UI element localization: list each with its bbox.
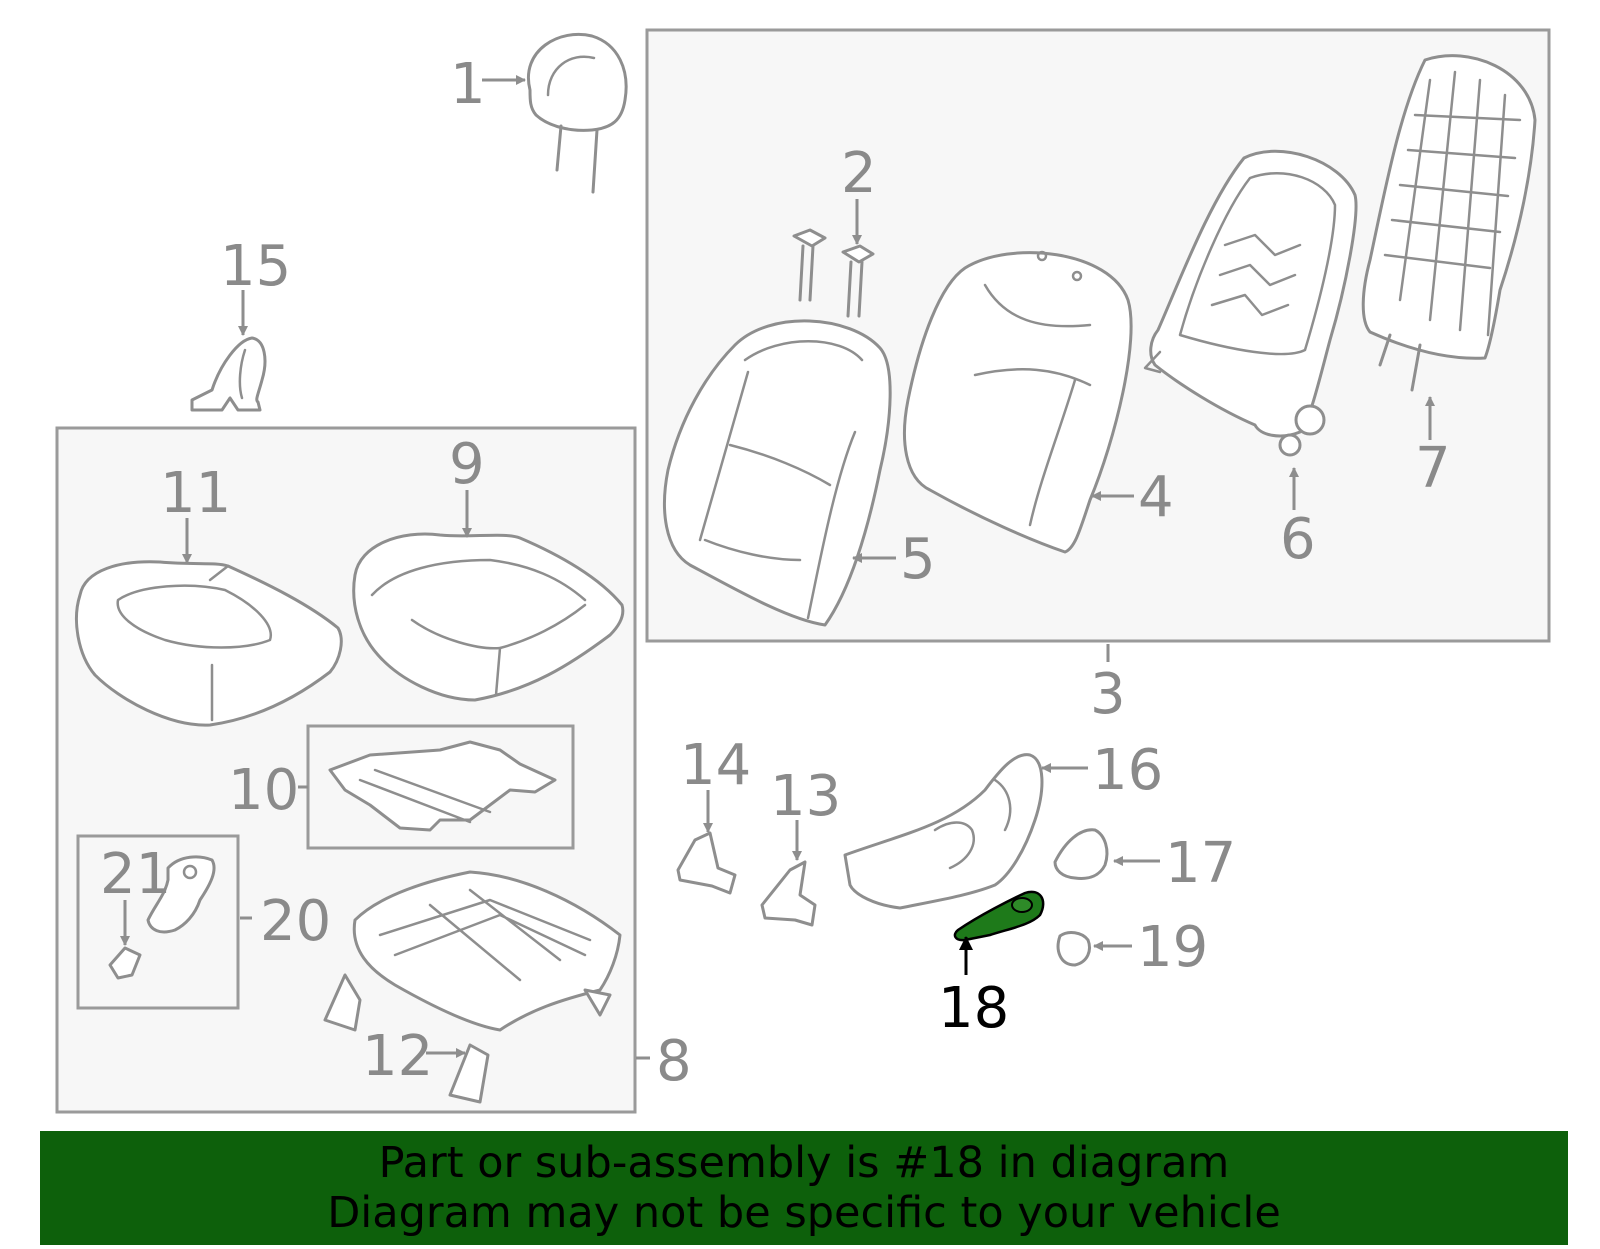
label-9: 9	[449, 432, 485, 497]
part-10-heater-pad[interactable]	[328, 740, 557, 832]
label-1: 1	[450, 52, 486, 117]
part-16-side-shield[interactable]	[843, 753, 1044, 910]
label-15: 15	[220, 234, 291, 299]
part-7-back-panel[interactable]	[1361, 54, 1537, 392]
label-11: 11	[160, 461, 231, 526]
label-4: 4	[1138, 465, 1174, 530]
label-5: 5	[900, 527, 936, 592]
label-17: 17	[1165, 831, 1236, 896]
label-16: 16	[1092, 738, 1163, 803]
label-19: 19	[1137, 915, 1208, 980]
banner-line-1: Part or sub-assembly is #18 in diagram	[378, 1138, 1230, 1188]
part-15-trim-cover[interactable]	[190, 336, 267, 412]
info-banner: Part or sub-assembly is #18 in diagram D…	[40, 1131, 1568, 1245]
leader-lines	[120, 75, 1435, 1060]
part-11-cushion-cover[interactable]	[75, 560, 343, 727]
banner-line-2: Diagram may not be specific to your vehi…	[327, 1188, 1281, 1238]
label-2: 2	[841, 141, 877, 206]
label-14: 14	[680, 733, 751, 798]
part-17-knob[interactable]	[1053, 828, 1109, 880]
label-13: 13	[770, 764, 841, 829]
part-18-lever-highlighted[interactable]	[953, 890, 1045, 942]
part-1-headrest[interactable]	[526, 33, 628, 194]
label-8: 8	[656, 1029, 692, 1094]
part-14-bracket[interactable]	[676, 831, 737, 895]
label-21: 21	[100, 842, 171, 907]
label-18: 18	[938, 976, 1009, 1041]
label-20: 20	[260, 889, 331, 954]
part-4-seatback-pad[interactable]	[902, 250, 1133, 554]
part-20-bracket[interactable]	[146, 855, 216, 934]
part-13-bracket[interactable]	[760, 860, 817, 927]
label-10: 10	[228, 758, 299, 823]
part-19-cap[interactable]	[1056, 931, 1091, 967]
label-6: 6	[1280, 507, 1316, 572]
label-12: 12	[362, 1024, 433, 1089]
part-5-seatback-cover[interactable]	[662, 319, 892, 627]
part-2-guides[interactable]	[792, 228, 875, 318]
part-9-cushion-pad[interactable]	[352, 532, 625, 702]
part-6-seatback-frame[interactable]	[1143, 149, 1358, 457]
label-3: 3	[1090, 662, 1126, 727]
label-7: 7	[1415, 436, 1451, 501]
part-21-clip[interactable]	[108, 946, 142, 980]
part-12-seat-frame[interactable]	[323, 870, 622, 1104]
